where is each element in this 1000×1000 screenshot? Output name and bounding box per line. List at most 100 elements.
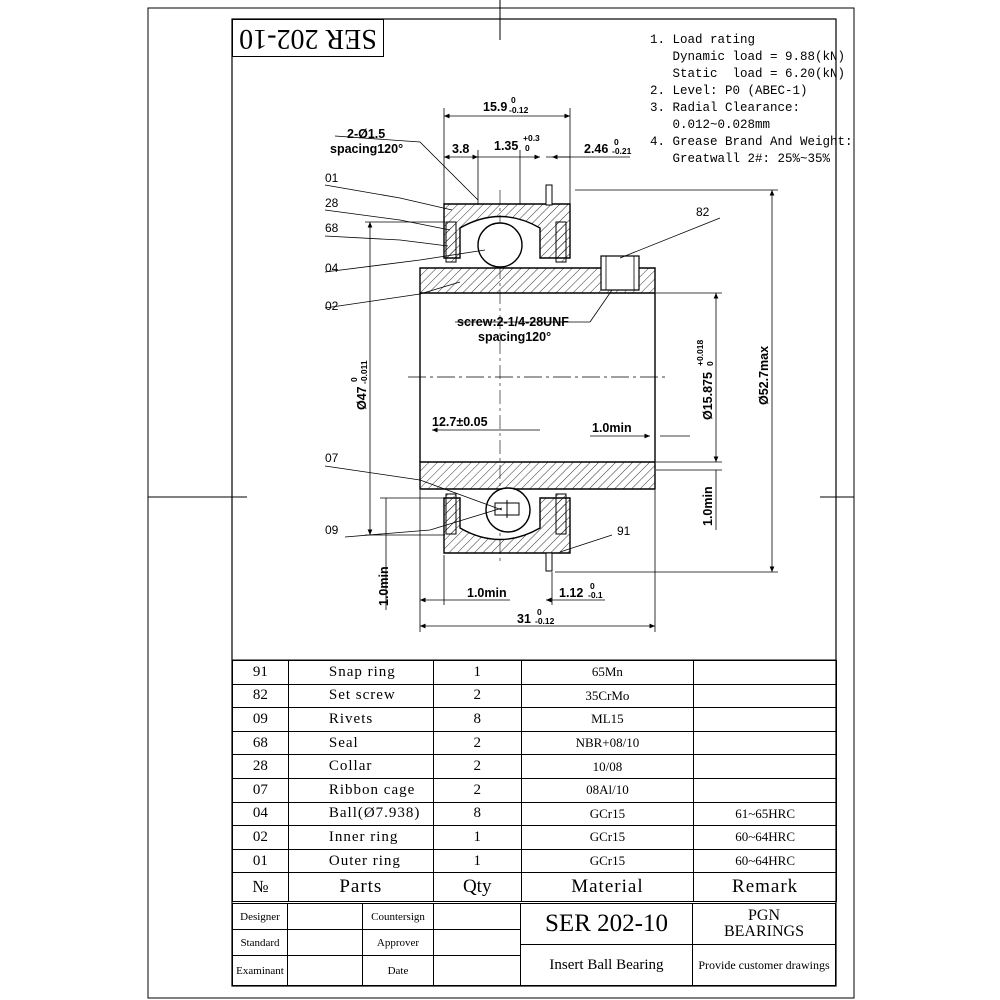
bom-qty: 2 (432, 777, 522, 803)
bom-qty: 1 (432, 660, 522, 685)
bom-material: 65Mn (520, 660, 695, 685)
tb-countersign-label: Countersign (362, 903, 434, 930)
inner-ring-bottom (419, 461, 656, 490)
technical-notes: 1. Load rating Dynamic load = 9.88(kN) S… (650, 32, 995, 168)
bill-of-materials: 91 Snap ring 1 65Mn 82 Set screw 2 35CrM… (232, 660, 837, 903)
part-code-box: SER 202-10 (232, 19, 384, 57)
bom-qty: 2 (432, 730, 522, 756)
bom-material: 10/08 (520, 754, 695, 779)
dim-31-tol-dn: -0.12 (535, 616, 555, 626)
dim-1-12-tol-dn: -0.1 (588, 590, 603, 600)
dim-1-0-bottom: 1.0min (467, 586, 507, 600)
bom-part: Seal (287, 730, 434, 756)
bom-no: 07 (232, 777, 289, 803)
tb-countersign-value[interactable] (433, 903, 521, 930)
dim-15-9-tol-up: 0 (511, 95, 516, 105)
bom-qty: 1 (432, 825, 522, 850)
tb-designer-value[interactable] (287, 903, 363, 930)
table-row: 04 Ball(Ø7.938) 8 GCr15 61~65HRC (232, 801, 837, 827)
tb-service: Provide customer drawings (692, 944, 836, 986)
note-line: 0.012~0.028mm (650, 118, 771, 132)
table-row: 28 Collar 2 10/08 (232, 754, 837, 779)
bom-remark (693, 730, 837, 756)
bom-no: 91 (232, 660, 289, 685)
callout-leaders (324, 135, 721, 553)
tb-examinant-value[interactable] (287, 955, 363, 986)
dim-1-35: 1.35 (494, 139, 518, 153)
callout-04: 04 (325, 261, 339, 275)
seal-right-top (555, 221, 567, 263)
bom-remark (693, 707, 837, 732)
dim-screw: screw:2-1/4-28UNF (457, 315, 569, 329)
table-row: 68 Seal 2 NBR+08/10 (232, 730, 837, 756)
bom-part: Snap ring (287, 660, 434, 685)
note-line: Greatwall 2#: 25%~35% (650, 152, 831, 166)
dim-1-0-left: 1.0min (377, 566, 391, 606)
seal-left-bottom (445, 493, 457, 535)
outer-ring-top (443, 203, 571, 259)
table-row: 09 Rivets 8 ML15 (232, 707, 837, 732)
table-row: 91 Snap ring 1 65Mn (232, 660, 837, 685)
dim-1-35-tol-up: +0.3 (523, 133, 540, 143)
bom-no: 82 (232, 683, 289, 709)
tb-brand-line2: BEARINGS (723, 923, 804, 940)
bom-qty: 2 (432, 754, 522, 779)
dim-1-12-tol-up: 0 (590, 581, 595, 591)
dim-holes-spacing: spacing120° (330, 142, 403, 156)
dim-15-9: 15.9 (483, 100, 507, 114)
bom-material: NBR+08/10 (520, 730, 695, 756)
dim-47-tol-up: 0 (349, 377, 359, 382)
tb-approver-value[interactable] (433, 929, 521, 956)
bom-material: ML15 (520, 707, 695, 732)
bom-remark (693, 777, 837, 803)
dim-12-7: 12.7±0.05 (432, 415, 488, 429)
dim-screw-spacing: spacing120° (478, 330, 551, 344)
tb-part-code: SER 202-10 (520, 903, 693, 945)
note-line: 2. Level: P0 (ABEC-1) (650, 84, 808, 98)
bom-material: 35CrMo (520, 683, 695, 709)
bom-part: Collar (287, 754, 434, 779)
table-row: 82 Set screw 2 35CrMo (232, 683, 837, 709)
bom-material: GCr15 (520, 801, 695, 827)
dim-2-46: 2.46 (584, 142, 608, 156)
bom-no: 02 (232, 825, 289, 850)
snap-ring-bottom (545, 552, 553, 572)
bom-remark: 61~65HRC (693, 801, 837, 827)
tb-standard-label: Standard (232, 929, 288, 956)
table-row: 07 Ribbon cage 2 08Al/10 (232, 777, 837, 803)
bom-no: 04 (232, 801, 289, 827)
bom-material: GCr15 (520, 848, 695, 874)
callout-02: 02 (325, 299, 339, 313)
tb-date-value[interactable] (433, 955, 521, 986)
tb-approver-label: Approver (362, 929, 434, 956)
callout-28: 28 (325, 196, 339, 210)
tb-designer-label: Designer (232, 903, 288, 930)
set-screw (600, 255, 640, 291)
dim-1-0-inner: 1.0min (592, 421, 632, 435)
bearing-section (408, 184, 665, 572)
tb-standard-value[interactable] (287, 929, 363, 956)
bom-header-no: № (232, 872, 289, 903)
dim-52-7: Ø52.7max (757, 346, 771, 405)
dim-2-46-tol-dn: -0.21 (612, 146, 632, 156)
tb-examinant-label: Examinant (232, 955, 288, 986)
bom-no: 68 (232, 730, 289, 756)
callout-01: 01 (325, 171, 339, 185)
callout-07: 07 (325, 451, 339, 465)
bom-material: GCr15 (520, 825, 695, 850)
dimension-lines (365, 108, 778, 632)
bom-no: 28 (232, 754, 289, 779)
bom-part: Set screw (287, 683, 434, 709)
dim-15-875-tol-up: +0.018 (695, 339, 705, 366)
dim-holes: 2-Ø1.5 (347, 127, 385, 141)
bom-remark (693, 683, 837, 709)
bom-header-material: Material (520, 872, 695, 903)
dim-15-9-tol-dn: -0.12 (509, 105, 529, 115)
bom-part: Outer ring (287, 848, 434, 874)
bom-part: Ribbon cage (287, 777, 434, 803)
dim-2-46-tol-up: 0 (614, 137, 619, 147)
drawing-frame (231, 18, 837, 987)
bom-remark (693, 660, 837, 685)
dim-15-875: Ø15.875 (701, 372, 715, 420)
callout-68: 68 (325, 221, 339, 235)
